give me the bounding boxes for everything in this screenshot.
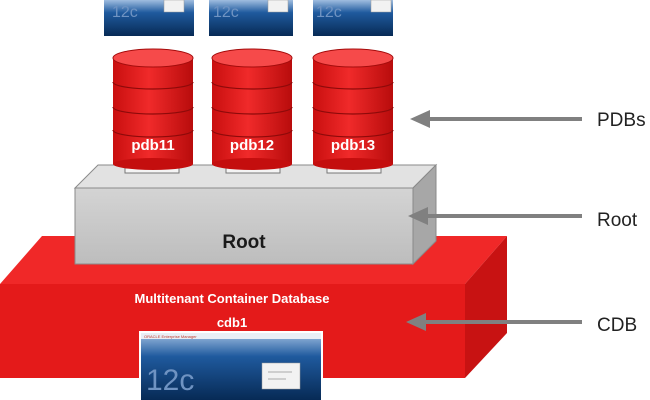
root-callout-label: Root — [597, 210, 638, 231]
cdb-arrow-head — [406, 313, 426, 331]
root-box: Root — [73, 163, 438, 266]
cdb-callout: CDB — [406, 313, 637, 336]
pdb-body — [113, 58, 193, 164]
screen-badge: 12c — [112, 4, 138, 21]
pdb-label: pdb11 — [131, 137, 174, 154]
pdb-label: pdb12 — [230, 137, 274, 154]
pdb-cylinder-1: pdb11 — [112, 48, 194, 174]
pdb-cylinder-3: pdb13 — [312, 48, 394, 174]
pdb-cylinder-2: pdb12 — [211, 48, 293, 174]
screen-banner-text: ORACLE Enterprise Manager — [144, 334, 197, 339]
pdb-top — [211, 48, 293, 68]
cdb-callout-label: CDB — [597, 315, 637, 336]
pdb-body — [313, 58, 393, 164]
pdbs-label: PDBs — [597, 110, 646, 131]
pdb-top — [312, 48, 394, 68]
screen-badge: 12c — [146, 364, 194, 397]
pdb-label: pdb13 — [331, 137, 375, 154]
pdb-bottom — [113, 158, 193, 170]
pdb-screen-1: 12c — [104, 0, 194, 36]
screen-window — [163, 0, 185, 13]
pdb-band — [112, 129, 194, 138]
pdb-bottom — [313, 158, 393, 170]
cdb-screen: ORACLE Enterprise Manager 12c — [139, 331, 323, 400]
root-arrow-head — [408, 207, 428, 225]
cdb-title: Multitenant Container Database — [134, 291, 329, 306]
cdb-slab-side — [465, 236, 507, 378]
pdb-band — [312, 106, 394, 115]
pdb-bottom — [212, 158, 292, 170]
pdbs-arrow-head — [410, 110, 430, 128]
screen-badge: 12c — [316, 4, 342, 21]
pdb-top — [112, 48, 194, 68]
pdb-band — [211, 81, 293, 90]
screen-badge: 12c — [213, 4, 239, 21]
screen-banner — [141, 333, 321, 339]
pdb-band — [312, 129, 394, 138]
pdb-screen-2: 12c — [209, 0, 293, 36]
cdb-name: cdb1 — [217, 315, 247, 330]
pdb-screen-3: 12c — [313, 0, 393, 36]
root-callout: Root — [408, 207, 638, 231]
pdb-band — [312, 81, 394, 90]
pdb-band — [112, 81, 194, 90]
pdb-band — [211, 129, 293, 138]
pdb-band — [211, 106, 293, 115]
pdb-body — [212, 58, 292, 164]
root-box-front — [74, 187, 414, 265]
root-label: Root — [222, 232, 266, 253]
screen-window — [267, 0, 289, 13]
pdbs-callout: PDBs — [410, 110, 646, 131]
screen-window — [261, 362, 301, 390]
pdb-band — [112, 106, 194, 115]
screen-window — [370, 0, 392, 13]
